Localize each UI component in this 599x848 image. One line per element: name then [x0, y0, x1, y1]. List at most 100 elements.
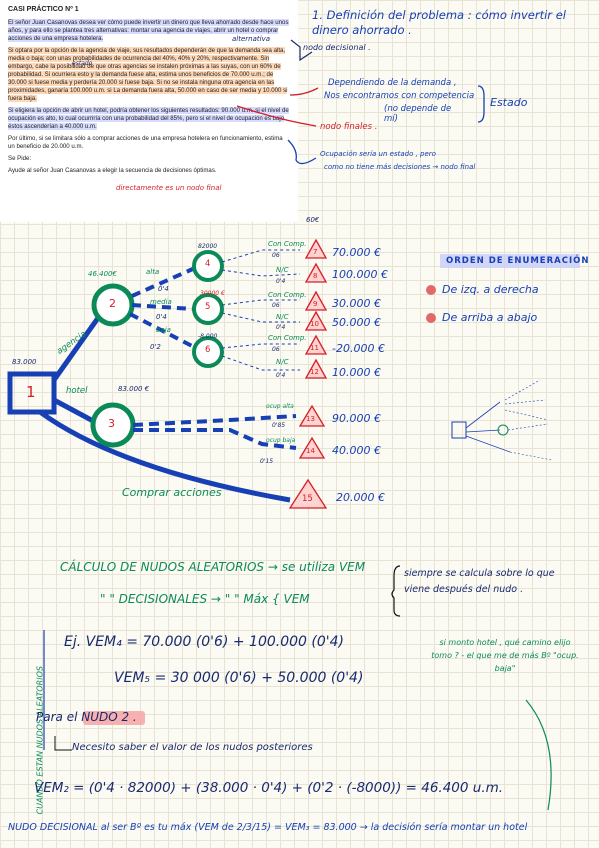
branch-acciones [38, 409, 291, 503]
final-8-num: 8 [313, 272, 318, 280]
branch-4-nc [221, 269, 301, 277]
ocupacion-arrow [287, 139, 317, 165]
case-paragraph-2: Si optara por la opción de la agencia de… [8, 47, 288, 102]
directamente-label: directamente es un nodo final [116, 184, 222, 192]
result-11: -20.000 € [332, 342, 385, 355]
branch-hotel [52, 397, 97, 425]
final-13-num: 13 [306, 415, 315, 423]
orden-item-2: De arriba a abajo [442, 311, 538, 324]
nudo2-highlight [83, 711, 145, 725]
nc-prob-5: 0'4 [276, 324, 286, 331]
label-acciones: Comprar acciones [122, 486, 222, 499]
branch-media [131, 303, 194, 311]
prob-baja: 0'2 [150, 343, 161, 351]
final-node-12 [304, 358, 328, 379]
node-4-label: 4 [205, 259, 211, 269]
nodo-decisional-label: nodo decisional . [303, 43, 371, 52]
nudo2-line: Para el NUDO 2 . [36, 710, 137, 724]
result-10: 50.000 € [332, 316, 381, 329]
branch-ocup-baja [133, 428, 297, 450]
nc-prob-4: 0'4 [276, 278, 286, 285]
result-13: 90.000 € [332, 412, 381, 425]
node-2-label: 2 [109, 297, 116, 310]
result-12: 10.000 € [332, 366, 381, 379]
final-node-11 [304, 334, 328, 355]
final-node-9 [304, 290, 328, 311]
brace-note: siempre se calcula sobre lo que viene de… [404, 568, 555, 595]
case-paragraph-3: Si eligiera la opción de abrir un hotel,… [8, 107, 289, 130]
orden-title: ORDEN DE ENUMERACIÓN [446, 256, 590, 266]
result-8: 100.000 € [332, 268, 388, 281]
nc-prob-6: 0'4 [276, 372, 286, 379]
orden-item-1: De izq. a derecha [442, 283, 539, 296]
orden-bullet-2 [426, 313, 436, 323]
ocup-alta-label: ocup alta [266, 403, 294, 410]
final-node-7 [304, 238, 328, 259]
node-1-label: 1 [26, 383, 36, 401]
cc-label-6: Con Comp. [268, 334, 307, 342]
final-14-num: 14 [306, 447, 315, 455]
final-11-num: 11 [310, 344, 319, 352]
ocup-alta-prob: 0'85 [272, 422, 286, 429]
top-value: 60€ [306, 216, 320, 224]
dependiendo-arrow [289, 87, 319, 96]
node-3-value: 83.000 € [118, 385, 150, 393]
vem-brace [391, 565, 401, 617]
nc-label-4: N/C [276, 266, 289, 274]
dependiendo-label: Dependiendo de la demanda , [328, 78, 457, 88]
branch-baja [129, 312, 193, 348]
case-paragraph-4: Por último, si se limitara sólo a compra… [8, 135, 283, 150]
branch-agencia [51, 316, 101, 382]
final-node-8 [304, 262, 328, 283]
node-4-value: 82000 [198, 243, 218, 250]
branch-ocup-alta [132, 414, 297, 427]
vem2-line: VEM₂ = (0'4 · 82000) + (38.000 · 0'4) + … [34, 780, 504, 796]
final-7-num: 7 [313, 248, 318, 256]
final-node-14 [298, 436, 326, 459]
branch-4-cc [221, 249, 300, 263]
node-5-value: 30000 € [200, 290, 225, 297]
prob-alta: 0'4 [158, 285, 169, 293]
necesito-hook [54, 736, 72, 751]
chance-node-4 [192, 250, 224, 282]
def-title: 1. Definición del problema : cómo invert… [312, 8, 566, 37]
result-15: 20.000 € [336, 491, 385, 504]
cc-label-5: Con Comp. [268, 291, 307, 299]
finales-arrow [236, 105, 317, 127]
branch-6-cc [221, 343, 300, 349]
node-6-value: -8.000 [198, 333, 218, 340]
case-statement: CASI PRÁCTICO Nº 1 El señor Juan Casanov… [0, 0, 298, 222]
result-14: 40.000 € [332, 444, 381, 457]
cc-prob-5: 06 [272, 302, 280, 309]
branch-5-cc [221, 299, 300, 306]
final-15-num: 15 [302, 494, 313, 504]
final-10-num: 10 [310, 320, 319, 328]
branch-6-nc [221, 355, 300, 371]
nc-label-6: N/C [276, 358, 289, 366]
cc-prob-4: 06 [272, 252, 280, 259]
mini-tree-branches [465, 401, 511, 453]
nos-encuentro-label: Nos encontramos con competencia [324, 91, 475, 101]
estado-label: Estado [490, 96, 528, 109]
estado-brace [477, 85, 485, 123]
como-no-label: como no tiene más decisiones → nodo fina… [324, 163, 476, 171]
ej-line-1: Ej. VEM₄ = 70.000 (0'6) + 100.000 (0'4) [64, 634, 344, 650]
nodos-finales-label: nodo finales . [320, 122, 378, 132]
node-1-value: 83.000 [12, 358, 37, 366]
calc-line-1: CÁLCULO DE NUDOS ALEATORIOS → se utiliza… [60, 560, 366, 574]
orden-bullet-1 [426, 285, 436, 295]
branch-alta [131, 266, 196, 298]
label-media: media [150, 298, 172, 306]
decision-node-1 [7, 371, 57, 415]
cc-label-4: Con Comp. [268, 240, 307, 248]
ocup-baja-prob: 0'15 [260, 458, 274, 465]
chance-node-5 [192, 293, 224, 325]
alternativa-label: alternativa [232, 35, 271, 43]
nc-label-5: N/C [276, 313, 289, 321]
result-9: 30.000 € [332, 297, 381, 310]
node-5-label: 5 [205, 302, 211, 312]
final-9-num: 9 [313, 300, 318, 308]
branch-5-nc [221, 312, 300, 323]
ej-line-2: VEM₅ = 30 000 (0'6) + 50.000 (0'4) [114, 670, 364, 686]
